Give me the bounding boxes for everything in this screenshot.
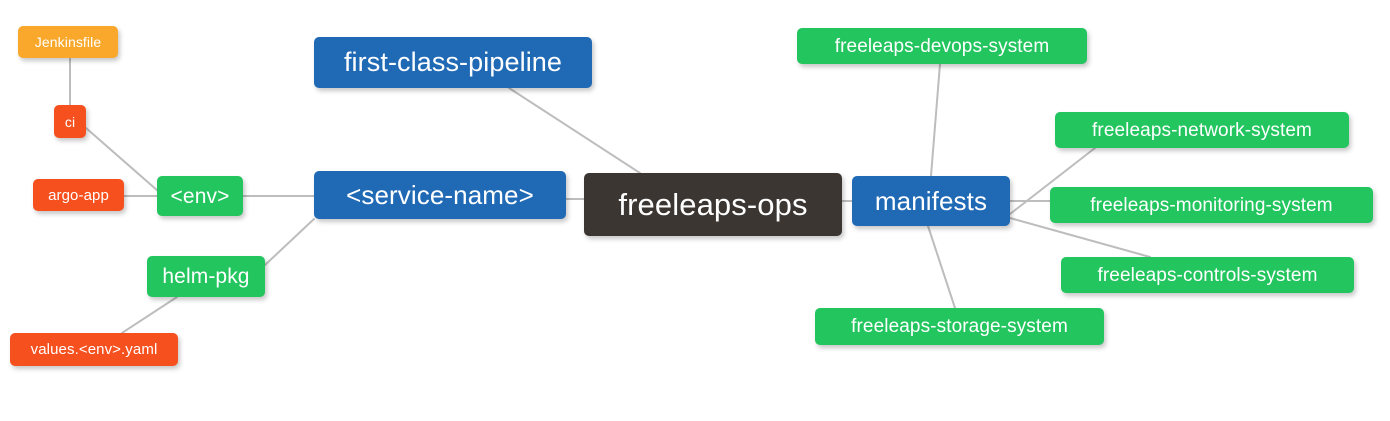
node-freeleaps-devops-system[interactable]: freeleaps-devops-system bbox=[797, 28, 1087, 64]
node-freeleaps-controls-system[interactable]: freeleaps-controls-system bbox=[1061, 257, 1354, 293]
node-service-name[interactable]: <service-name> bbox=[314, 171, 566, 219]
node-manifests[interactable]: manifests bbox=[852, 176, 1010, 226]
node-label-first-class-pipeline: first-class-pipeline bbox=[343, 47, 563, 77]
node-freeleaps-monitoring-system[interactable]: freeleaps-monitoring-system bbox=[1050, 187, 1373, 223]
node-label-env: <env> bbox=[170, 184, 230, 208]
node-label-ci: ci bbox=[64, 113, 76, 130]
node-argo-app[interactable]: argo-app bbox=[33, 179, 124, 211]
node-label-jenkinsfile: Jenkinsfile bbox=[34, 34, 102, 50]
node-label-manifests: manifests bbox=[874, 186, 988, 216]
node-freeleaps-ops[interactable]: freeleaps-ops bbox=[584, 173, 842, 236]
node-ci[interactable]: ci bbox=[54, 105, 86, 138]
node-label-helm-pkg: helm-pkg bbox=[162, 265, 250, 288]
edge-manifests-to-freeleaps-storage-system bbox=[927, 225, 956, 309]
node-env[interactable]: <env> bbox=[157, 176, 243, 216]
edge-service-name-to-helm-pkg bbox=[264, 218, 315, 266]
node-label-argo-app: argo-app bbox=[48, 186, 109, 204]
node-helm-pkg[interactable]: helm-pkg bbox=[147, 256, 265, 297]
node-label-freeleaps-ops: freeleaps-ops bbox=[618, 187, 808, 222]
edge-first-class-pipeline-to-freeleaps-ops bbox=[508, 87, 641, 174]
node-label-freeleaps-network-system: freeleaps-network-system bbox=[1092, 119, 1312, 141]
node-freeleaps-network-system[interactable]: freeleaps-network-system bbox=[1055, 112, 1349, 148]
node-first-class-pipeline[interactable]: first-class-pipeline bbox=[314, 37, 592, 88]
node-label-freeleaps-storage-system: freeleaps-storage-system bbox=[851, 316, 1068, 337]
node-freeleaps-storage-system[interactable]: freeleaps-storage-system bbox=[815, 308, 1104, 345]
edge-freeleaps-devops-system-to-manifests bbox=[930, 63, 941, 177]
node-label-freeleaps-devops-system: freeleaps-devops-system bbox=[834, 35, 1050, 57]
node-label-values-yaml: values.<env>.yaml bbox=[30, 341, 158, 358]
edge-manifests-to-freeleaps-controls-system bbox=[1009, 217, 1151, 258]
node-label-freeleaps-controls-system: freeleaps-controls-system bbox=[1097, 264, 1318, 286]
node-values-yaml[interactable]: values.<env>.yaml bbox=[10, 333, 178, 366]
node-jenkinsfile[interactable]: Jenkinsfile bbox=[18, 26, 118, 58]
edge-helm-pkg-to-values-yaml bbox=[121, 296, 178, 334]
node-label-service-name: <service-name> bbox=[346, 180, 534, 210]
node-label-freeleaps-monitoring-system: freeleaps-monitoring-system bbox=[1090, 194, 1333, 216]
